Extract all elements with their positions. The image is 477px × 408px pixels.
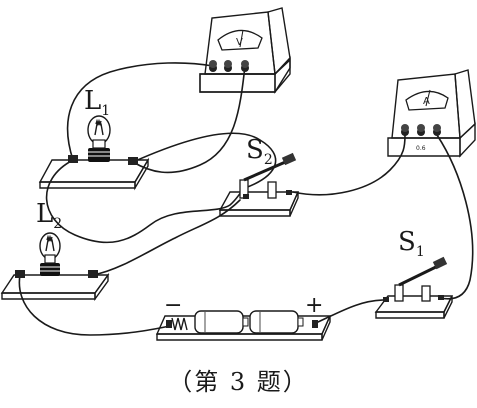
ammeter-terminal-labels: 0.6 [416,145,426,152]
wire-s2-to-ammeter [292,134,406,196]
voltmeter-symbol: V [236,37,243,48]
wire-l1-to-s2 [132,132,277,189]
switch-s2 [218,152,300,217]
ammeter-symbol: A [423,96,430,107]
figure-caption: （第 3 题） [168,368,309,396]
battery-pack [155,310,332,341]
wire-l1-to-voltmeter [66,62,214,161]
wire-voltmeter-to-l1 [132,65,246,174]
label-s1: S1 [398,227,425,260]
battery-minus-sign: − [164,293,182,318]
label-l2: L2 [36,199,62,232]
switch-s1 [374,256,454,319]
wire-ammeter-to-s1 [436,134,474,300]
lamp-l1 [38,115,150,191]
lamp-l2 [0,232,110,302]
label-l1: L1 [84,86,110,119]
ammeter [387,69,476,158]
wire-l2-to-battery [18,274,171,336]
label-s2: S2 [246,135,273,168]
battery-plus-sign: + [305,293,323,318]
wire-l2-to-s2-branch [92,199,241,276]
voltmeter [199,7,291,94]
wire-l1-to-l2 [45,159,246,244]
wire-s1-to-battery [317,299,386,323]
